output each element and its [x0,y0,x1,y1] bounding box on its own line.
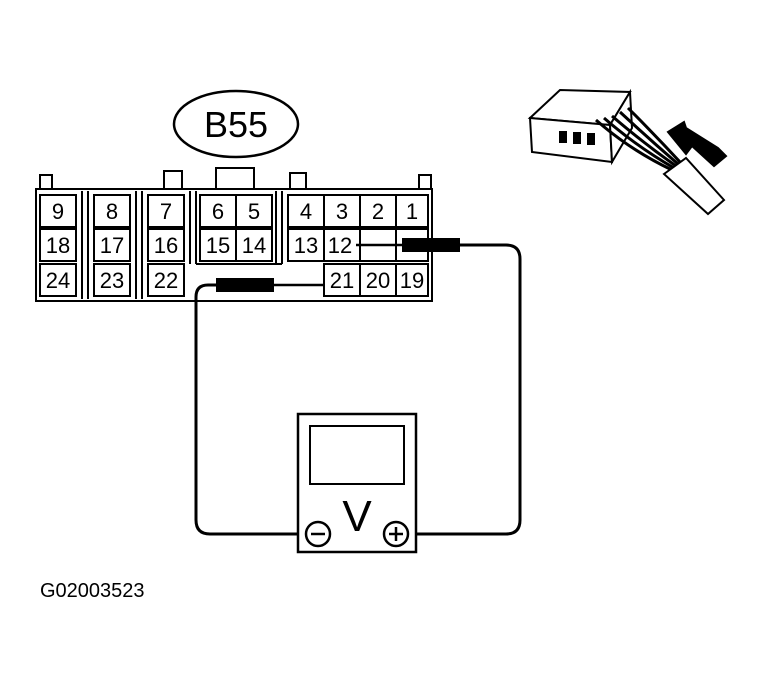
positive-probe [402,238,460,252]
pin-1: 1 [406,199,418,224]
pin-14: 14 [242,233,266,258]
pin-cell-1 [395,194,429,228]
connector-pins [39,194,429,297]
insertion-arrow-icon [666,120,728,168]
pin-12: 12 [328,233,352,258]
pin-cell-22 [147,263,185,297]
pin-cell-15 [199,228,237,262]
pin-24: 24 [46,268,70,293]
voltmeter-symbol: V [342,492,372,541]
pin-cell-21 [323,263,361,297]
probes [216,238,460,292]
pin-cell-13 [287,228,325,262]
pin-cell-8 [93,194,131,228]
pin-18: 18 [46,233,70,258]
pin-21: 21 [330,268,354,293]
pin-cell-2 [359,194,397,228]
pin-13: 13 [294,233,318,258]
connector-label: B55 [172,89,300,159]
pin-15: 15 [206,233,230,258]
negative-probe [216,278,274,292]
pin-cell-4 [287,194,325,228]
pin-cell-18 [39,228,77,262]
pin-cell-19 [395,263,429,297]
pin-3: 3 [336,199,348,224]
pin-9: 9 [52,199,64,224]
figure-code: G02003523 [40,580,145,602]
pin-8: 8 [106,199,118,224]
pin-19: 19 [400,268,424,293]
pin-16: 16 [154,233,178,258]
pin-cell-6 [199,194,237,228]
pin-5: 5 [248,199,260,224]
test-leads [194,243,522,536]
pin-cell-9 [39,194,77,228]
pin-cell-7 [147,194,185,228]
connector-perspective-illustration [527,88,728,216]
pin-cell-24 [39,263,77,297]
pin-7: 7 [160,199,172,224]
pin-4: 4 [300,199,312,224]
negative-lead-wire [194,283,306,536]
pin-2: 2 [372,199,384,224]
pin-6: 6 [212,199,224,224]
pin-cell-14 [235,228,273,262]
voltmeter: V [296,412,418,554]
pin-17: 17 [100,233,124,258]
pin-cell-17 [93,228,131,262]
voltmeter-display [309,425,405,485]
connector-label-text: B55 [204,104,268,145]
pin-cell-23 [93,263,131,297]
pin-numbers: 9 8 7 6 5 4 3 2 1 18 17 16 15 14 13 12 2… [46,199,424,293]
pin-cell-5 [235,194,273,228]
positive-lead-wire [408,243,522,536]
pin-22: 22 [154,268,178,293]
pin-cell-3 [323,194,361,228]
pin-23: 23 [100,268,124,293]
pin-20: 20 [366,268,390,293]
pin-cell-16 [147,228,185,262]
